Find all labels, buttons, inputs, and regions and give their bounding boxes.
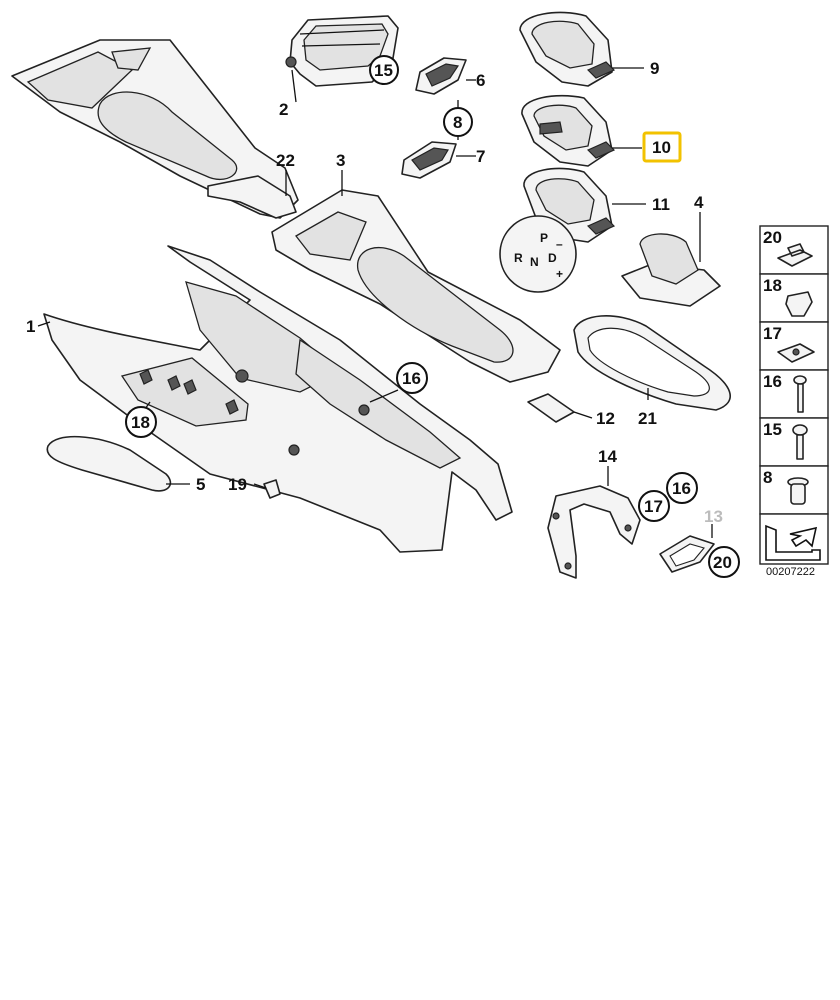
highlight-box-10 [642, 131, 682, 163]
label-10: 10 [652, 138, 671, 157]
part-1-center-console [43, 245, 513, 553]
part-3-trim-panel [271, 189, 561, 383]
gear-plus: + [556, 267, 563, 281]
label-16a: 16 [402, 369, 421, 388]
legend-label-18: 18 [763, 276, 782, 295]
part-21-frame [573, 315, 731, 411]
gear-pattern-indicator: P R N D + – [499, 215, 577, 293]
label-circle-16b [666, 472, 698, 504]
label-15: 15 [374, 61, 393, 80]
legend-label-17: 17 [763, 324, 782, 343]
part-22-trim-panel [11, 39, 299, 219]
part-9-shift-trim [519, 11, 616, 87]
clip-icon [785, 291, 813, 317]
label-11: 11 [652, 195, 670, 214]
label-20: 20 [713, 553, 732, 572]
label-18: 18 [131, 413, 150, 432]
leader-lines [37, 65, 713, 538]
label-circle-18 [125, 406, 157, 438]
label-circle-15 [369, 55, 399, 85]
legend-tile-15 [759, 417, 829, 467]
part-4-shift-boot [621, 233, 721, 307]
part-6-switch [415, 57, 467, 95]
label-circle-17 [638, 490, 670, 522]
part-19-clip [263, 479, 281, 499]
label-13: 13 [704, 507, 723, 526]
part-2-storage-box [285, 15, 399, 87]
part-10-shift-trim [521, 94, 616, 167]
diagram-id: 00207222 [766, 566, 815, 578]
gear-p: P [540, 231, 548, 245]
legend-label-20: 20 [763, 228, 782, 247]
screw-icon [793, 375, 807, 413]
label-3: 3 [336, 151, 345, 170]
screw-icon [792, 424, 808, 460]
label-19: 19 [228, 475, 247, 494]
label-14: 14 [598, 447, 617, 466]
label-circle-20 [708, 546, 740, 578]
label-12: 12 [596, 409, 615, 428]
label-5: 5 [196, 475, 205, 494]
label-circle-8 [443, 107, 473, 137]
label-1: 1 [26, 317, 35, 336]
gear-n: N [530, 255, 539, 269]
label-22: 22 [276, 151, 295, 170]
part-12-pad [527, 393, 575, 423]
label-21: 21 [638, 409, 657, 428]
arrow-icon [765, 524, 821, 561]
label-6: 6 [476, 71, 485, 90]
label-16b: 16 [672, 479, 691, 498]
label-7: 7 [476, 147, 485, 166]
expanding-rivet-icon [787, 477, 809, 505]
callout-labels: 2 15 6 8 7 9 10 11 4 22 3 1 16 18 12 21 … [26, 55, 740, 578]
label-4: 4 [694, 193, 704, 212]
part-7-switch [401, 141, 457, 179]
gear-d: D [548, 251, 557, 265]
label-17: 17 [644, 497, 663, 516]
label-2: 2 [279, 100, 288, 119]
hardware-legend: 20 18 17 16 15 8 [759, 225, 829, 565]
part-5-pad [46, 435, 172, 492]
part-14-bracket [547, 485, 641, 579]
legend-label-8: 8 [763, 468, 772, 487]
nut-clip-icon [777, 243, 813, 267]
gear-minus: – [556, 237, 563, 251]
label-circle-16a [396, 362, 428, 394]
label-8: 8 [453, 113, 462, 132]
gear-r: R [514, 251, 523, 265]
legend-label-15: 15 [763, 420, 782, 439]
parts-diagram: P R N D + – [11, 11, 829, 579]
part-13-frame [659, 535, 715, 573]
label-9: 9 [650, 59, 659, 78]
legend-label-16: 16 [763, 372, 782, 391]
